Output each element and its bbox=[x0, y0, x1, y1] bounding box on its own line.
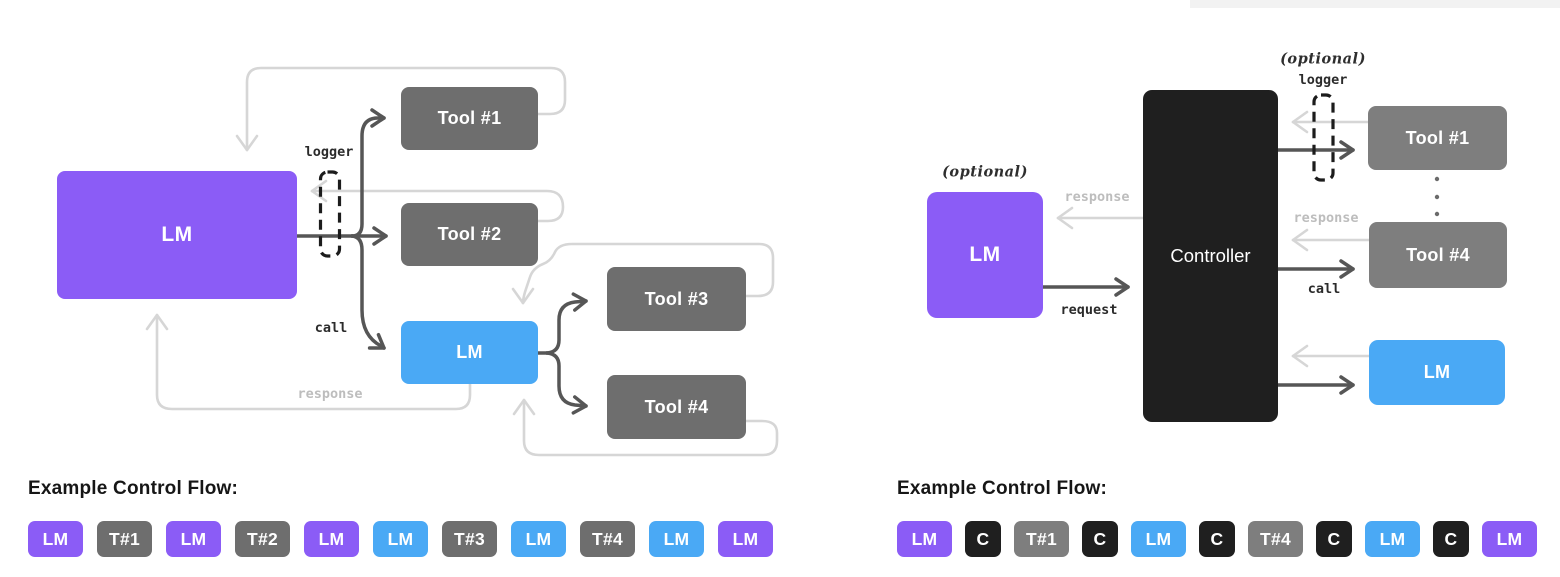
flow-badge-C: C bbox=[1199, 521, 1235, 557]
left-lm-box: LM bbox=[57, 171, 297, 299]
flow-badge-LM: LM bbox=[649, 521, 704, 557]
flow-badge-T4: T#4 bbox=[580, 521, 635, 557]
left-lm-label: LM bbox=[161, 223, 193, 246]
top-edge-artifact bbox=[1190, 0, 1560, 8]
flow-badge-LM: LM bbox=[304, 521, 359, 557]
right-tool4-label: Tool #4 bbox=[1406, 244, 1470, 265]
arrow-lm-to-tool1 bbox=[350, 108, 386, 238]
right-response-lm-label: response bbox=[1064, 189, 1130, 205]
right-optional-lm-label: (optional) bbox=[942, 163, 1028, 181]
flow-badge-LM: LM bbox=[1131, 521, 1186, 557]
flow-badge-T3: T#3 bbox=[442, 521, 497, 557]
flow-badge-C: C bbox=[1433, 521, 1469, 557]
arrow-tool4-return-to-lm2 bbox=[512, 398, 779, 457]
right-flow-badges: LM C T#1 C LM C T#4 C LM C LM bbox=[897, 521, 1537, 557]
arrow-tool3-return-to-lm2 bbox=[511, 242, 775, 305]
arrow-lm-to-lm2 bbox=[350, 234, 386, 350]
left-tool4-box: Tool #4 bbox=[607, 375, 746, 439]
right-optional-logger-label: (optional) bbox=[1280, 50, 1366, 68]
left-tool1-label: Tool #1 bbox=[437, 108, 502, 128]
right-lm-box: LM bbox=[927, 192, 1043, 318]
arrow-lm2-to-tool3 bbox=[545, 292, 588, 355]
right-controller-label: Controller bbox=[1170, 245, 1251, 266]
flow-badge-LM: LM bbox=[718, 521, 773, 557]
right-flow-heading: Example Control Flow: bbox=[897, 478, 1108, 499]
flow-badge-LM: LM bbox=[897, 521, 952, 557]
flow-badge-C: C bbox=[1316, 521, 1352, 557]
left-tool2-label: Tool #2 bbox=[437, 224, 502, 244]
right-controller-box: Controller bbox=[1143, 90, 1278, 422]
right-logger-label: logger bbox=[1298, 72, 1348, 88]
flow-badge-C: C bbox=[1082, 521, 1118, 557]
left-inner-lm-box: LM bbox=[401, 321, 538, 384]
right-tool4-box: Tool #4 bbox=[1369, 222, 1507, 288]
arrow-tool1-return-to-lm bbox=[235, 66, 567, 152]
flow-badge-LM: LM bbox=[1482, 521, 1537, 557]
flow-badge-T1: T#1 bbox=[97, 521, 152, 557]
flow-badge-LM: LM bbox=[166, 521, 221, 557]
right-call-label: call bbox=[1307, 281, 1341, 297]
logger-interceptor-dashed-box bbox=[1312, 93, 1335, 182]
flow-badge-T1: T#1 bbox=[1014, 521, 1069, 557]
left-call-label: call bbox=[314, 320, 348, 336]
arrow-lm2-response-to-lm bbox=[145, 313, 472, 411]
left-inner-lm-label: LM bbox=[456, 342, 483, 362]
left-tool3-label: Tool #3 bbox=[644, 288, 709, 309]
left-response-label: response bbox=[297, 386, 363, 402]
right-response-tool-label: response bbox=[1293, 210, 1359, 226]
left-tool3-box: Tool #3 bbox=[607, 267, 746, 331]
left-tool4-label: Tool #4 bbox=[644, 396, 709, 417]
flow-badge-LM: LM bbox=[28, 521, 83, 557]
right-lm-label: LM bbox=[969, 243, 1001, 266]
flow-badge-LM: LM bbox=[511, 521, 566, 557]
flow-badge-LM: LM bbox=[1365, 521, 1420, 557]
logger-interceptor-dashed-box bbox=[318, 170, 342, 258]
right-tool1-label: Tool #1 bbox=[1405, 127, 1470, 148]
right-inner-lm-label: LM bbox=[1423, 362, 1451, 382]
tools-ellipsis-dots bbox=[1434, 176, 1440, 217]
flow-badge-C: C bbox=[965, 521, 1001, 557]
right-tool1-box: Tool #1 bbox=[1368, 106, 1507, 170]
left-flow-heading: Example Control Flow: bbox=[28, 478, 239, 499]
left-logger-label: logger bbox=[304, 144, 354, 160]
flow-badge-T2: T#2 bbox=[235, 521, 290, 557]
flow-badge-LM: LM bbox=[373, 521, 428, 557]
left-tool1-box: Tool #1 bbox=[401, 87, 538, 150]
arrow-tool2-return-to-lm bbox=[310, 179, 565, 223]
right-inner-lm-box: LM bbox=[1369, 340, 1505, 405]
flow-badge-T4: T#4 bbox=[1248, 521, 1303, 557]
left-tool2-box: Tool #2 bbox=[401, 203, 538, 266]
arrow-lm2-to-tool4 bbox=[545, 351, 588, 415]
right-request-label: request bbox=[1060, 302, 1118, 318]
left-flow-badges: LM T#1 LM T#2 LM LM T#3 LM T#4 LM LM bbox=[28, 521, 773, 557]
